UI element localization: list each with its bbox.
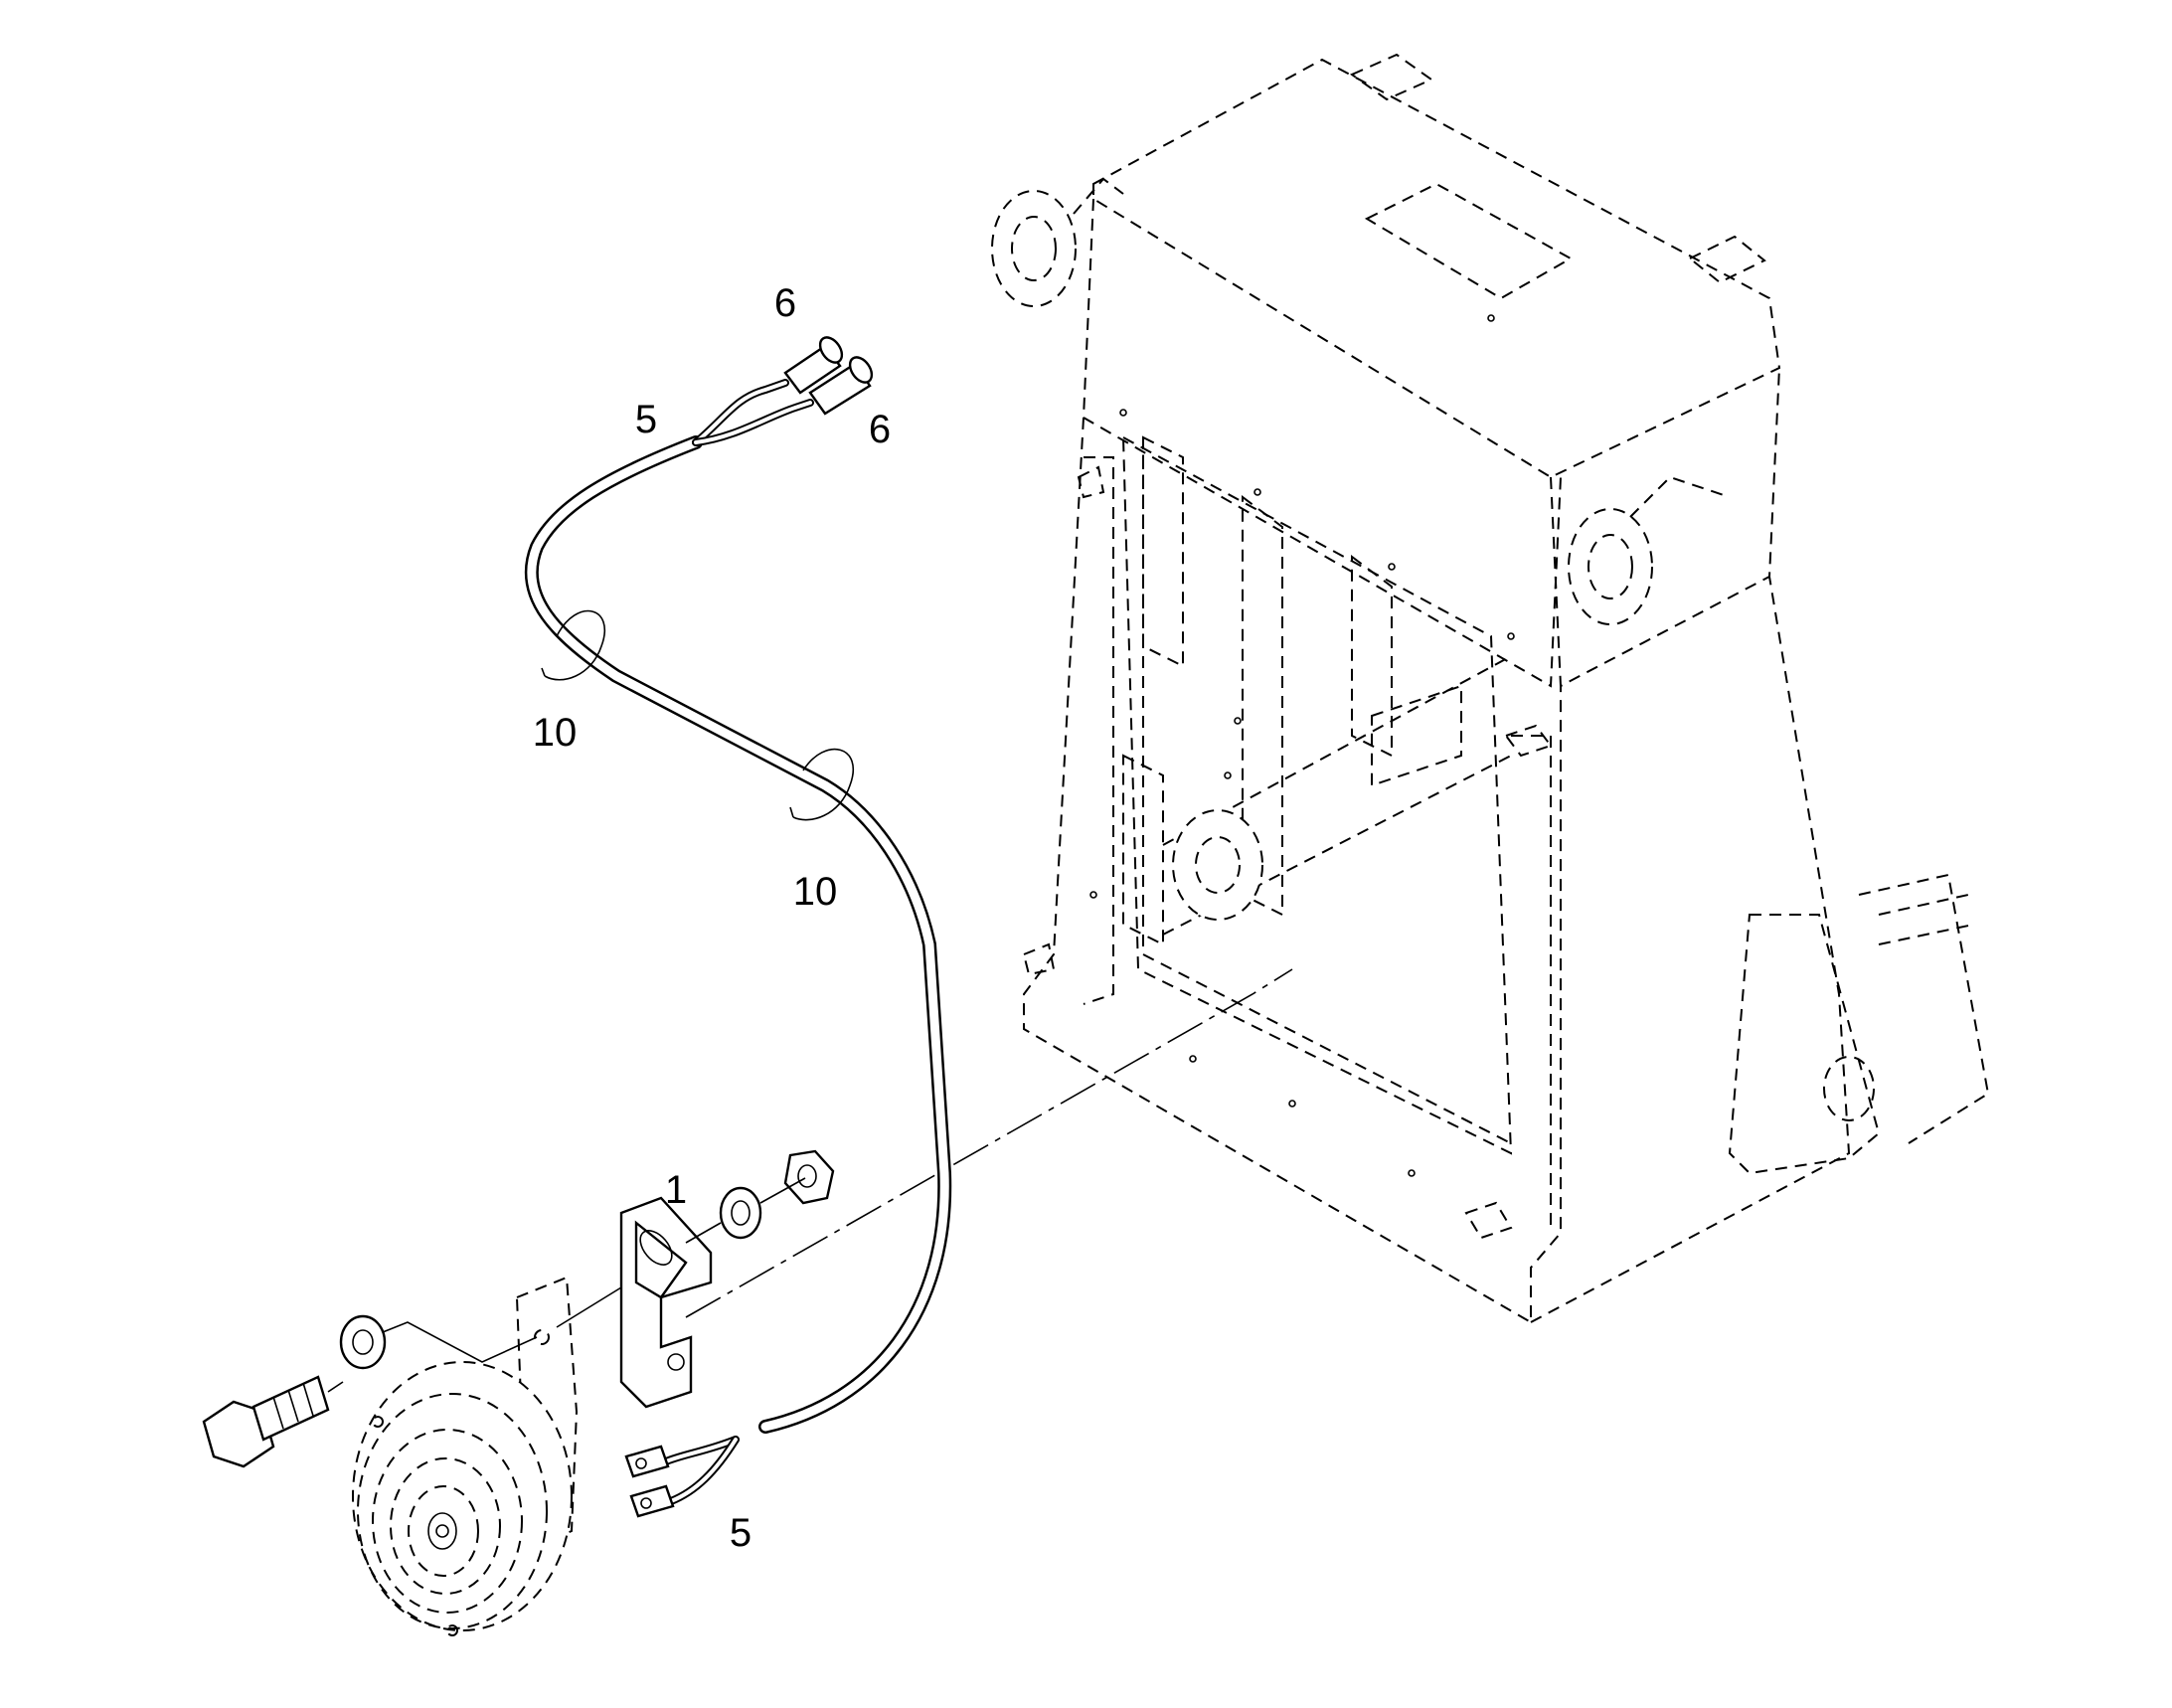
horn-assembly xyxy=(352,1276,579,1636)
washer-horn-axis xyxy=(382,1321,538,1363)
cable-clip-upper xyxy=(541,609,606,681)
callout-5-lower: 5 xyxy=(730,1511,752,1555)
nut-bracket xyxy=(783,1149,835,1205)
connector-upper xyxy=(783,336,844,395)
hex-bolt xyxy=(202,1375,330,1468)
callout-6-upper: 6 xyxy=(774,281,796,325)
callout-6-lower: 6 xyxy=(869,408,891,451)
mounting-center-line xyxy=(685,968,1293,1318)
nut-washer-axis xyxy=(759,1177,806,1204)
machine-frame xyxy=(991,53,1990,1324)
bolt-axis xyxy=(327,1381,344,1393)
cable-harness xyxy=(524,379,952,1505)
terminal-lower xyxy=(629,1484,675,1518)
washer-bracket xyxy=(719,1186,762,1240)
callout-1: 1 xyxy=(665,1168,687,1212)
cable-clip-lower xyxy=(789,748,855,821)
terminal-upper xyxy=(624,1445,670,1478)
horn-bracket-axis xyxy=(556,1286,622,1328)
bracket-washer-axis xyxy=(685,1222,722,1244)
callout-5-upper: 5 xyxy=(635,398,657,441)
callout-10-lower: 10 xyxy=(793,870,838,914)
connector-lower xyxy=(808,356,874,416)
washer-bolt xyxy=(339,1314,387,1370)
callout-10-upper: 10 xyxy=(533,711,578,755)
mounting-bracket xyxy=(619,1196,713,1409)
